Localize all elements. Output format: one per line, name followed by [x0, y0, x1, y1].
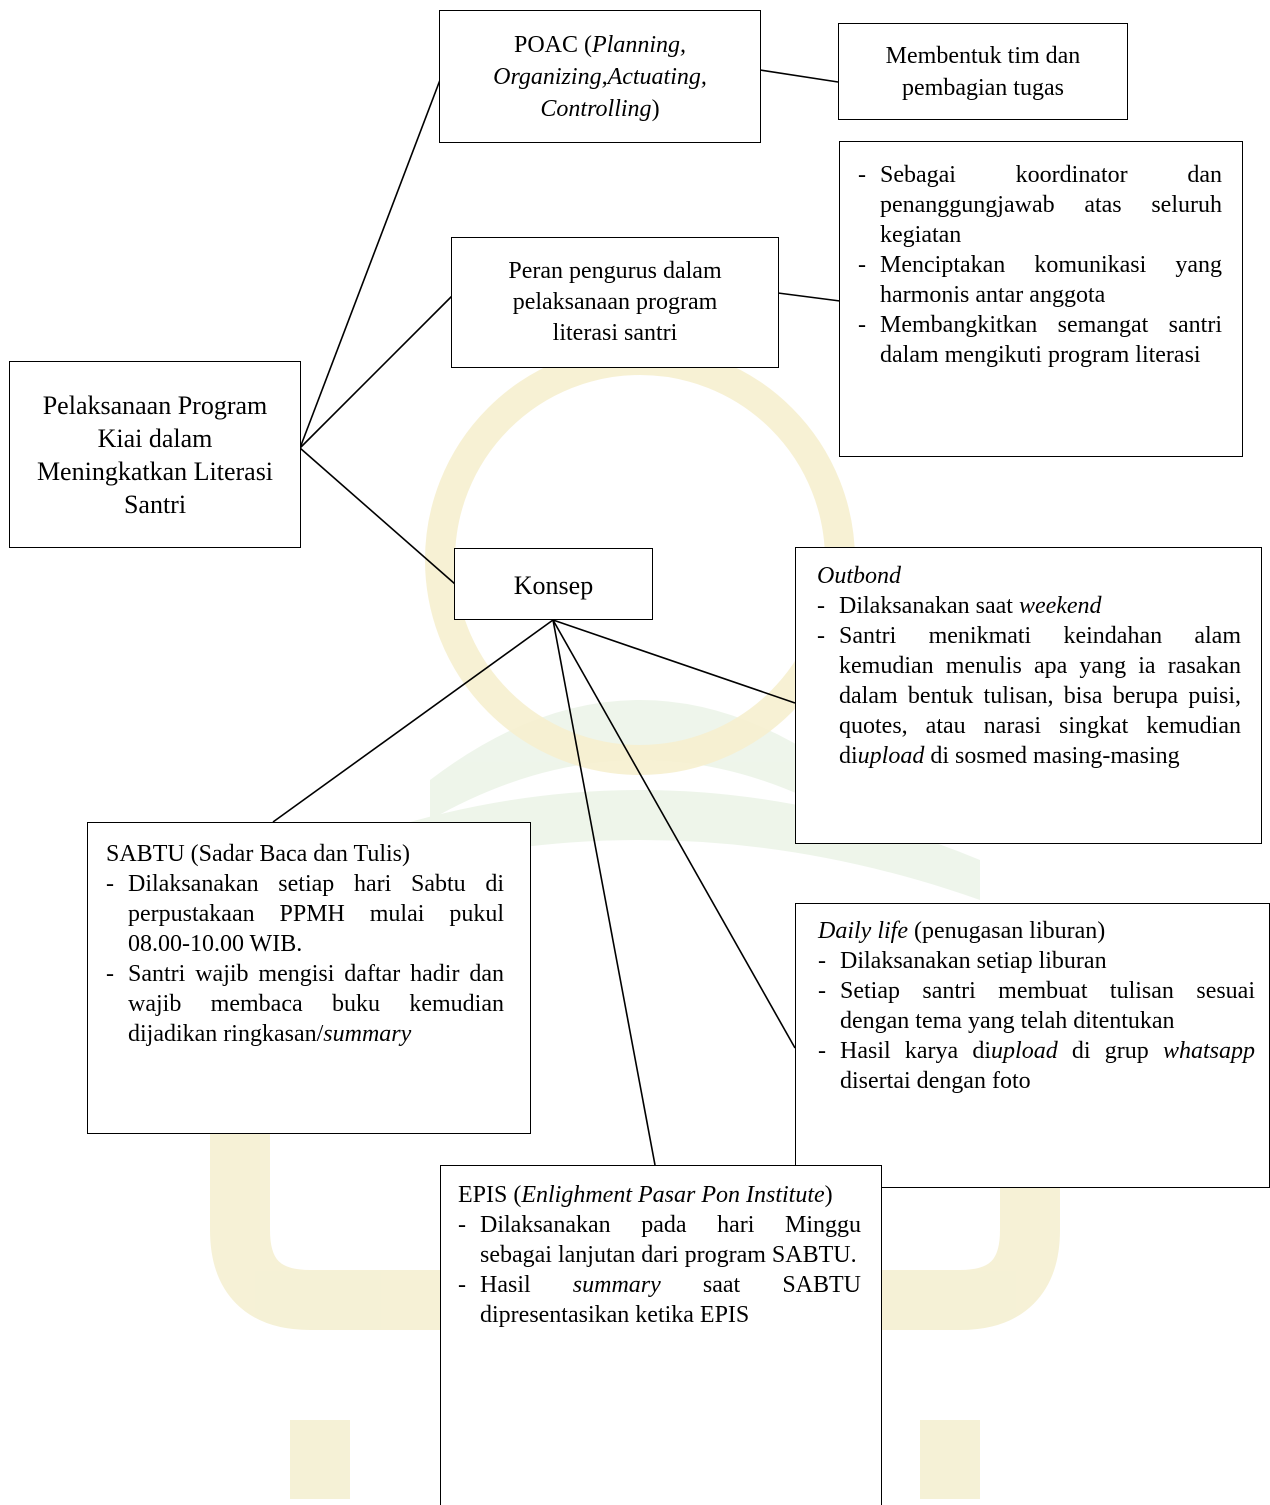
epis-title: EPIS (Enlighment Pasar Pon Institute)	[458, 1182, 833, 1208]
list-item: Menciptakan komunikasi yang harmonis ant…	[858, 250, 1222, 310]
list-item: Dilaksanakan setiap liburan	[818, 946, 1255, 976]
daily-title: Daily life (penugasan liburan)	[818, 918, 1106, 944]
konsep-node: Konsep	[454, 548, 653, 620]
list-item: Hasil summary saat SABTU dipresentasikan…	[458, 1270, 861, 1330]
daily-list: Dilaksanakan setiap liburan Setiap santr…	[818, 946, 1255, 1096]
connector-poac-detail	[759, 69, 839, 83]
connector-konsep-daily	[552, 619, 796, 1049]
peran-detail-list: Sebagai koordinator dan penanggungjawab …	[858, 160, 1222, 370]
konsep-label: Konsep	[513, 571, 594, 600]
sabtu-title: SABTU (Sadar Baca dan Tulis)	[106, 841, 410, 867]
epis-node: EPIS (Enlighment Pasar Pon Institute) Di…	[440, 1165, 882, 1505]
sabtu-list: Dilaksanakan setiap hari Sabtu di perpus…	[106, 869, 504, 1049]
peran-detail-node: Sebagai koordinator dan penanggungjawab …	[839, 141, 1243, 457]
epis-list: Dilaksanakan pada hari Minggu sebagai la…	[458, 1210, 861, 1330]
list-item: Santri wajib mengisi daftar hadir dan wa…	[106, 959, 504, 1049]
list-item: Dilaksanakan saat weekend	[817, 591, 1241, 621]
sabtu-node: SABTU (Sadar Baca dan Tulis) Dilaksanaka…	[87, 822, 531, 1134]
connector-konsep-sabtu	[272, 619, 554, 823]
peran-label: Peran pengurus dalam pelaksanaan program…	[508, 258, 722, 346]
poac-node: POAC (Planning, Organizing,Actuating, Co…	[439, 10, 761, 143]
list-item: Hasil karya diupload di grup whatsapp di…	[818, 1036, 1255, 1096]
list-item: Santri menikmati keindahan alam kemudian…	[817, 621, 1241, 771]
connector-konsep-outbond	[552, 619, 796, 704]
list-item: Membangkitkan semangat santri dalam meng…	[858, 310, 1222, 370]
outbond-title: Outbond	[817, 563, 901, 589]
peran-node: Peran pengurus dalam pelaksanaan program…	[451, 237, 779, 368]
list-item: Sebagai koordinator dan penanggungjawab …	[858, 160, 1222, 250]
list-item: Setiap santri membuat tulisan sesuai den…	[818, 976, 1255, 1036]
root-node: Pelaksanaan Program Kiai dalam Meningkat…	[9, 361, 301, 548]
connector-konsep-epis	[552, 619, 656, 1166]
connector-peran-detail	[777, 292, 841, 302]
poac-detail-node: Membentuk tim dan pembagian tugas	[838, 23, 1128, 120]
connector-root-poac	[299, 79, 441, 449]
list-item: Dilaksanakan setiap hari Sabtu di perpus…	[106, 869, 504, 959]
connector-root-peran	[299, 295, 453, 449]
poac-label: POAC (Planning, Organizing,Actuating, Co…	[493, 31, 707, 122]
daily-node: Daily life (penugasan liburan) Dilaksana…	[795, 903, 1270, 1188]
poac-detail-label: Membentuk tim dan pembagian tugas	[885, 42, 1081, 101]
root-label: Pelaksanaan Program Kiai dalam Meningkat…	[36, 390, 274, 519]
list-item: Dilaksanakan pada hari Minggu sebagai la…	[458, 1210, 861, 1270]
outbond-list: Dilaksanakan saat weekend Santri menikma…	[817, 591, 1241, 771]
connector-root-konsep	[299, 447, 456, 585]
outbond-node: Outbond Dilaksanakan saat weekend Santri…	[795, 547, 1262, 844]
